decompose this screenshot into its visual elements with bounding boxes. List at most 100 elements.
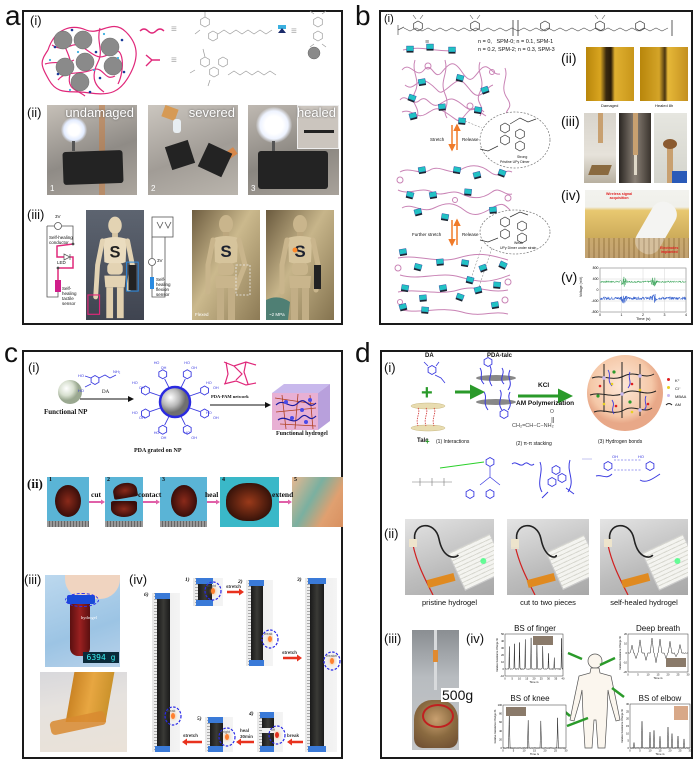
step-number: 5 [294, 477, 297, 483]
oh-label: OH [160, 365, 167, 370]
led-state-label: bright [221, 730, 230, 734]
legend-swatch [667, 386, 670, 389]
weak-dimer-caption: UPy Dimer under strain [500, 246, 537, 250]
clamp [308, 746, 326, 752]
ho-label: HO [184, 360, 190, 365]
hydrogel-strip [310, 582, 325, 748]
step-number: 2 [107, 477, 110, 483]
clamp [155, 746, 171, 752]
panel-d-iv-label: (iv) [466, 631, 485, 646]
panel-b-v-label: (v) [561, 269, 578, 285]
stretch-label: Stretch [430, 137, 445, 142]
led-photo [246, 580, 273, 666]
ho-label: HO [132, 381, 138, 386]
legend-swatch [667, 394, 670, 397]
clamp [196, 578, 213, 584]
led-on [674, 558, 681, 564]
clamp [249, 660, 264, 666]
legend-label: AM [675, 401, 681, 407]
ho-label: HO [205, 381, 212, 386]
panel-b-label: b [355, 0, 371, 31]
voltage-label: 3V [55, 214, 61, 219]
release-label: Release [462, 137, 479, 142]
oh-label: OH [191, 436, 197, 441]
hydrogel-piece [409, 539, 417, 547]
scale-display: 6394 g [83, 652, 119, 663]
legend-label: MBAA [675, 393, 687, 399]
led-label: LED [57, 260, 66, 265]
hydrogel-disc [170, 485, 197, 517]
led-photo [257, 712, 283, 752]
photo-caption: healed [296, 105, 336, 120]
clamp [260, 746, 275, 752]
annotation-line: implanted [660, 249, 678, 254]
arrow-label: stretch [282, 650, 298, 655]
ruler [160, 521, 207, 527]
carbonyl-o-label: O [550, 409, 554, 415]
stacking-label: (2) π-π stacking [516, 441, 552, 447]
step-label: 5) [197, 716, 202, 722]
ho-label: HO [205, 410, 212, 415]
panel-a-label: a [5, 0, 21, 31]
step-arrow-label: contact [138, 490, 162, 499]
mannequin: S [266, 215, 321, 320]
nh2-label: NH₂ [113, 369, 121, 374]
hydrogel-block [258, 151, 328, 189]
ho-label: HO [184, 431, 190, 436]
hydrogel-stretched [226, 483, 272, 521]
panel-c-iv-label: (iv) [129, 572, 148, 587]
step-label: 6) [144, 592, 149, 598]
legend-swatch [667, 378, 670, 381]
photo-film-hanging [584, 113, 616, 183]
sensor-chart-title: BS of finger [514, 624, 556, 633]
photo-hydrogel-film [40, 672, 127, 752]
step-number: 4 [222, 477, 225, 483]
spm-legend-line-2: n = 0.2, SPM-2; n = 0.3, SPM-3 [478, 47, 555, 53]
step-label: 1) [185, 577, 190, 583]
panel-d-ii-label: (ii) [384, 526, 399, 541]
hydrogel-wire [608, 524, 654, 558]
oh-label: OH [612, 454, 618, 459]
panel-d-i-label: (i) [384, 360, 396, 375]
pda-pam-network-label: PDA-PAM network [211, 394, 249, 399]
red-wire [412, 544, 434, 595]
ruler [248, 580, 251, 666]
annotation-line: Electrodes [660, 246, 679, 250]
led [225, 734, 229, 740]
panel-b-frame [379, 10, 693, 325]
ho-label: HO [153, 431, 160, 436]
led [211, 588, 215, 594]
photo-film-stretched [619, 113, 651, 183]
annotation-line: acquisition [609, 195, 629, 200]
interactions-label: (1) Interactions [436, 439, 470, 445]
photo-caption: pristine hydrogel [421, 598, 478, 607]
panel-a-i-label: (i) [30, 13, 42, 28]
talc-label: Talc [417, 438, 429, 444]
clamp [155, 593, 171, 599]
ruler [207, 717, 210, 752]
panel-d-label: d [355, 337, 371, 368]
hydrogel-disc [55, 485, 81, 517]
arrow-label: stretch [183, 733, 199, 738]
ho-label: HO [153, 360, 160, 365]
oh-label: OH [212, 386, 219, 391]
release-label: Release [462, 232, 479, 237]
panel-a-ii-label: (ii) [27, 105, 42, 120]
photo-caption: ~2 MPa [269, 311, 285, 317]
hydrogel-half [111, 481, 139, 500]
flexion-sensor-marker [126, 261, 139, 292]
led [330, 658, 334, 664]
functional-np-label: Functional NP [44, 408, 88, 416]
photo-caption: self-healed hydrogel [610, 598, 678, 607]
photo-number: 1 [50, 184, 55, 193]
plus-icon: + [425, 437, 430, 446]
photo-mannequin-flexed: S Flexed [192, 210, 260, 320]
ruler [307, 578, 310, 752]
flexion-sensor-label: Self-healing flexion sensor [156, 277, 171, 297]
photo-healed: healed 3 [248, 105, 339, 195]
photo-caption: Flexed [195, 311, 209, 317]
legend-label: Cl⁻ [675, 385, 681, 391]
oh-label: OH [160, 436, 167, 441]
led-photo [152, 593, 180, 752]
tactile-sensor-label: Self-healing tactile sensor [62, 286, 77, 306]
